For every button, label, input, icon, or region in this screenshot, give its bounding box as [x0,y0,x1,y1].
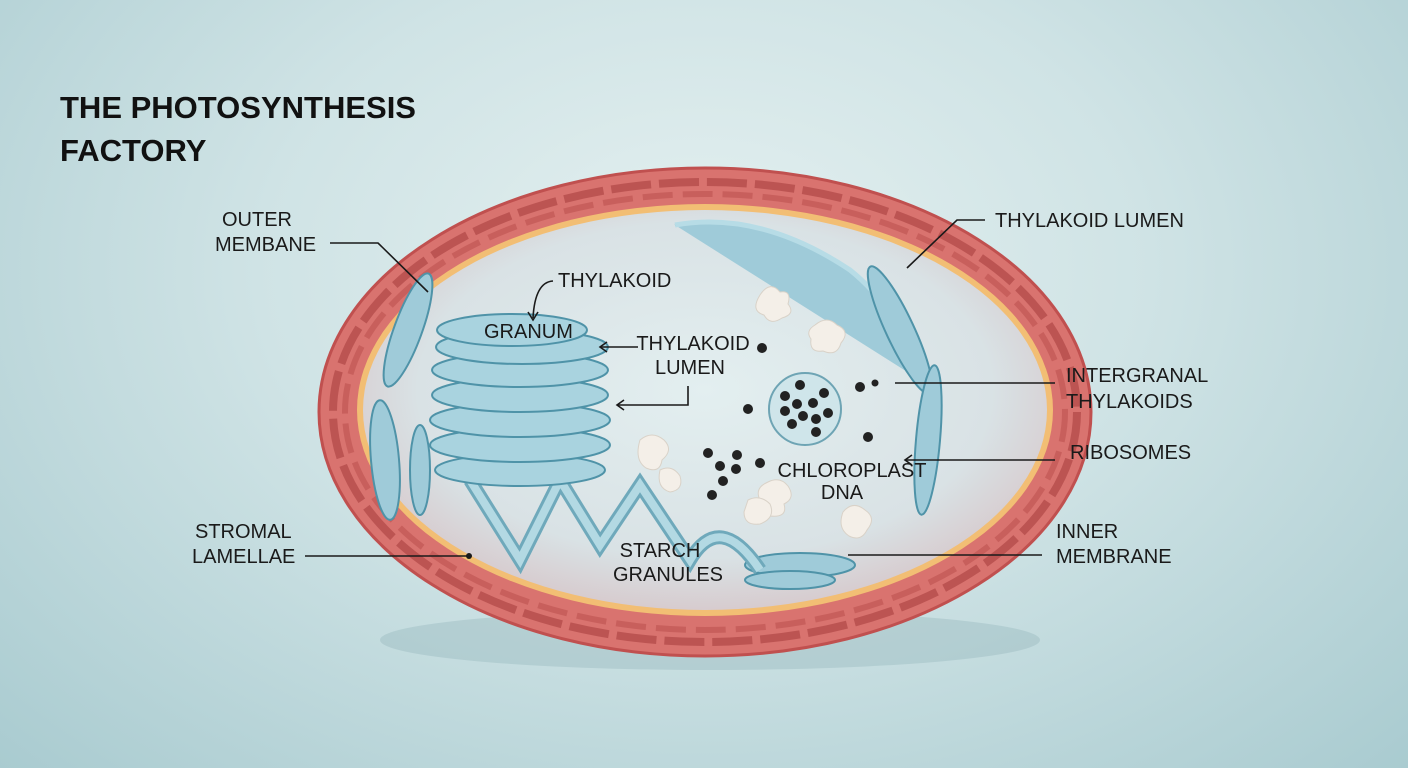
label-thylakoid-lumen-right: THYLAKOID LUMEN [995,210,1184,232]
label-inner-membrane-1: INNER [1056,521,1118,543]
chloroplast-dna [768,372,842,446]
label-starch-granules-2: GRANULES [613,564,723,586]
label-chloroplast-dna-1: CHLOROPLAST [778,460,927,482]
peripheral-thylakoids-left [369,272,434,521]
label-inner-membrane-2: MEMBRANE [1056,546,1172,568]
label-outer-membrane-1: OUTER [222,209,292,231]
label-granum: GRANUM [484,321,573,343]
granum-stack [429,313,766,575]
label-intergranal-thylakoids-1: INTERGRANAL [1066,365,1208,387]
label-intergranal-thylakoids-2: THYLAKOIDS [1066,391,1193,413]
diagram-title-line1: THE PHOTOSYNTHESIS [60,90,416,125]
label-thylakoid-lumen-center-1: THYLAKOID [636,333,749,355]
label-starch-granules-1: STARCH [620,540,701,562]
label-chloroplast-dna-2: DNA [821,482,864,504]
label-thylakoid-lumen-center-2: LUMEN [655,357,725,379]
ribosomes [703,343,879,500]
membrane-folds-inner [342,191,1068,633]
intergranal-thylakoids [674,219,943,590]
label-ribosomes: RIBOSOMES [1070,442,1191,464]
leader-lines [305,219,1055,559]
starch-granules [637,286,872,539]
membrane-folds [329,178,1081,646]
label-stromal-lamellae-1: STROMAL [195,521,292,543]
diagram-title-line2: FACTORY [60,133,207,168]
label-stromal-lamellae-2: LAMELLAE [192,546,295,568]
label-thylakoid: THYLAKOID [558,270,671,292]
label-outer-membrane-2: MEMBANE [215,234,316,256]
